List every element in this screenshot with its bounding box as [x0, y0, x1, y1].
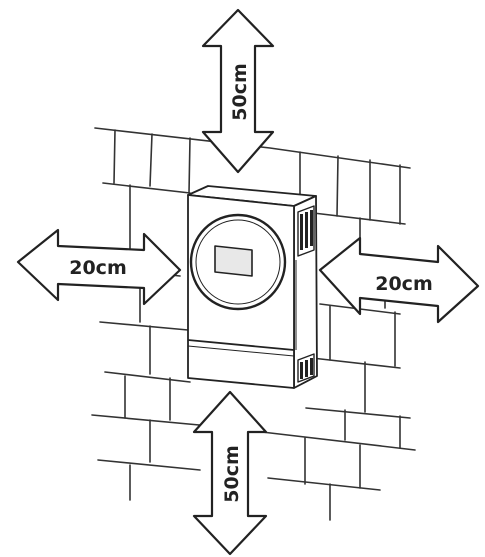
inverter-dial-inner	[195, 219, 281, 305]
wall-course-2	[102, 182, 406, 225]
top-clearance-label: 50cm	[229, 63, 251, 121]
double-arrow-icon	[16, 228, 182, 306]
double-arrow-icon	[201, 8, 275, 174]
inverter-front-divider	[187, 339, 295, 351]
wall-course-1	[94, 127, 411, 169]
double-arrow-icon	[192, 390, 268, 556]
wall-course-8	[97, 459, 381, 491]
bottom-clearance-label: 50cm	[221, 445, 243, 503]
top-clearance-arrow: 50cm	[201, 8, 275, 174]
inverter-vent-lower	[297, 353, 315, 383]
right-clearance-label: 20cm	[375, 273, 433, 295]
wall-course-7	[91, 414, 416, 451]
double-arrow-icon	[318, 236, 480, 324]
left-clearance-arrow: 20cm	[16, 228, 182, 306]
right-clearance-arrow: 20cm	[318, 236, 480, 324]
inverter-front-divider-2	[187, 345, 295, 357]
wall-course-5	[99, 321, 401, 369]
inverter-lcd-screen	[214, 245, 253, 277]
bottom-clearance-arrow: 50cm	[192, 390, 268, 556]
inverter-vent-upper	[297, 205, 315, 257]
left-clearance-label: 20cm	[69, 257, 127, 279]
wall-course-6	[104, 371, 411, 419]
inverter-icon	[187, 185, 318, 389]
